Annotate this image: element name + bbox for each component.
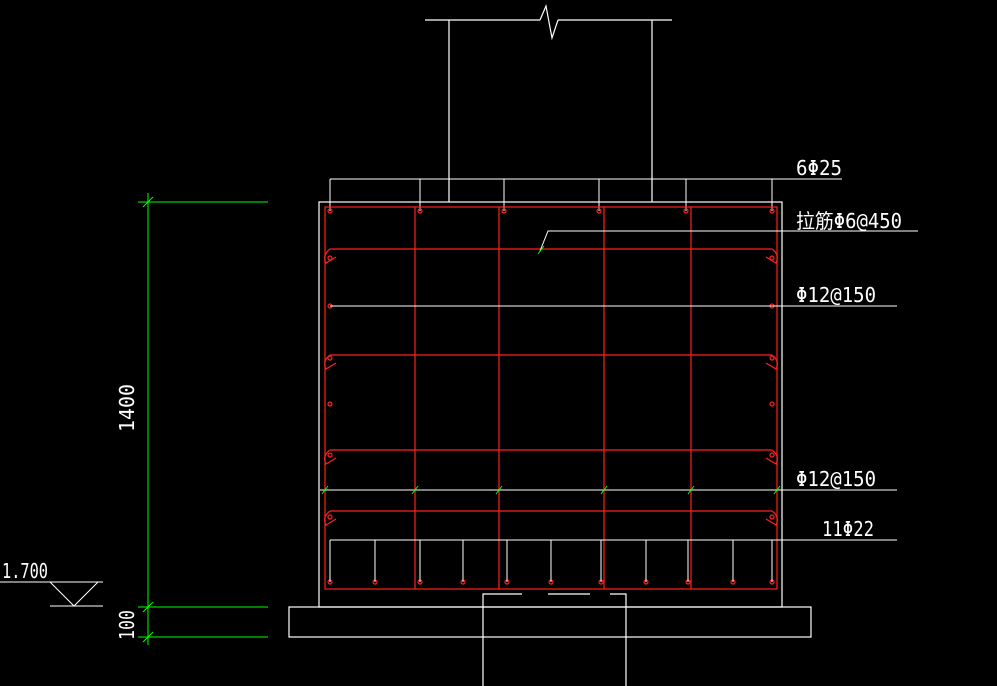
rebar-cage — [324, 206, 778, 590]
tie-bars — [324, 248, 778, 526]
annotation-texts: 6Φ25 拉筋Φ6@450 Φ12@150 Φ12@150 11Φ22 1.70… — [2, 156, 902, 640]
outer-stirrup — [324, 206, 778, 590]
tie-bar-leader — [539, 230, 918, 252]
top-bar-leader — [329, 178, 842, 211]
top-bars-label: 6Φ25 — [796, 156, 842, 180]
dimension-1400-label: 1400 — [115, 384, 139, 432]
cushion-layer — [288, 606, 812, 638]
dimension-lines — [138, 193, 268, 645]
break-line-symbol — [539, 3, 559, 41]
lower-bar-ticks — [321, 245, 781, 495]
column-above — [425, 3, 672, 202]
bottom-bars-label: 11Φ22 — [822, 517, 874, 541]
top-bar-dots — [327, 208, 775, 214]
tie-bars-label: 拉筋Φ6@450 — [796, 209, 902, 233]
lower-bars-label: Φ12@150 — [796, 467, 876, 491]
side-bar-dots — [327, 255, 775, 520]
dimension-100-label: 100 — [115, 610, 139, 640]
beam-outline — [288, 201, 812, 686]
elevation-mark — [0, 581, 103, 607]
annotation-leaders — [320, 230, 918, 582]
side-bars-label: Φ12@150 — [796, 283, 876, 307]
elevation-label: 1.700 — [2, 559, 48, 583]
